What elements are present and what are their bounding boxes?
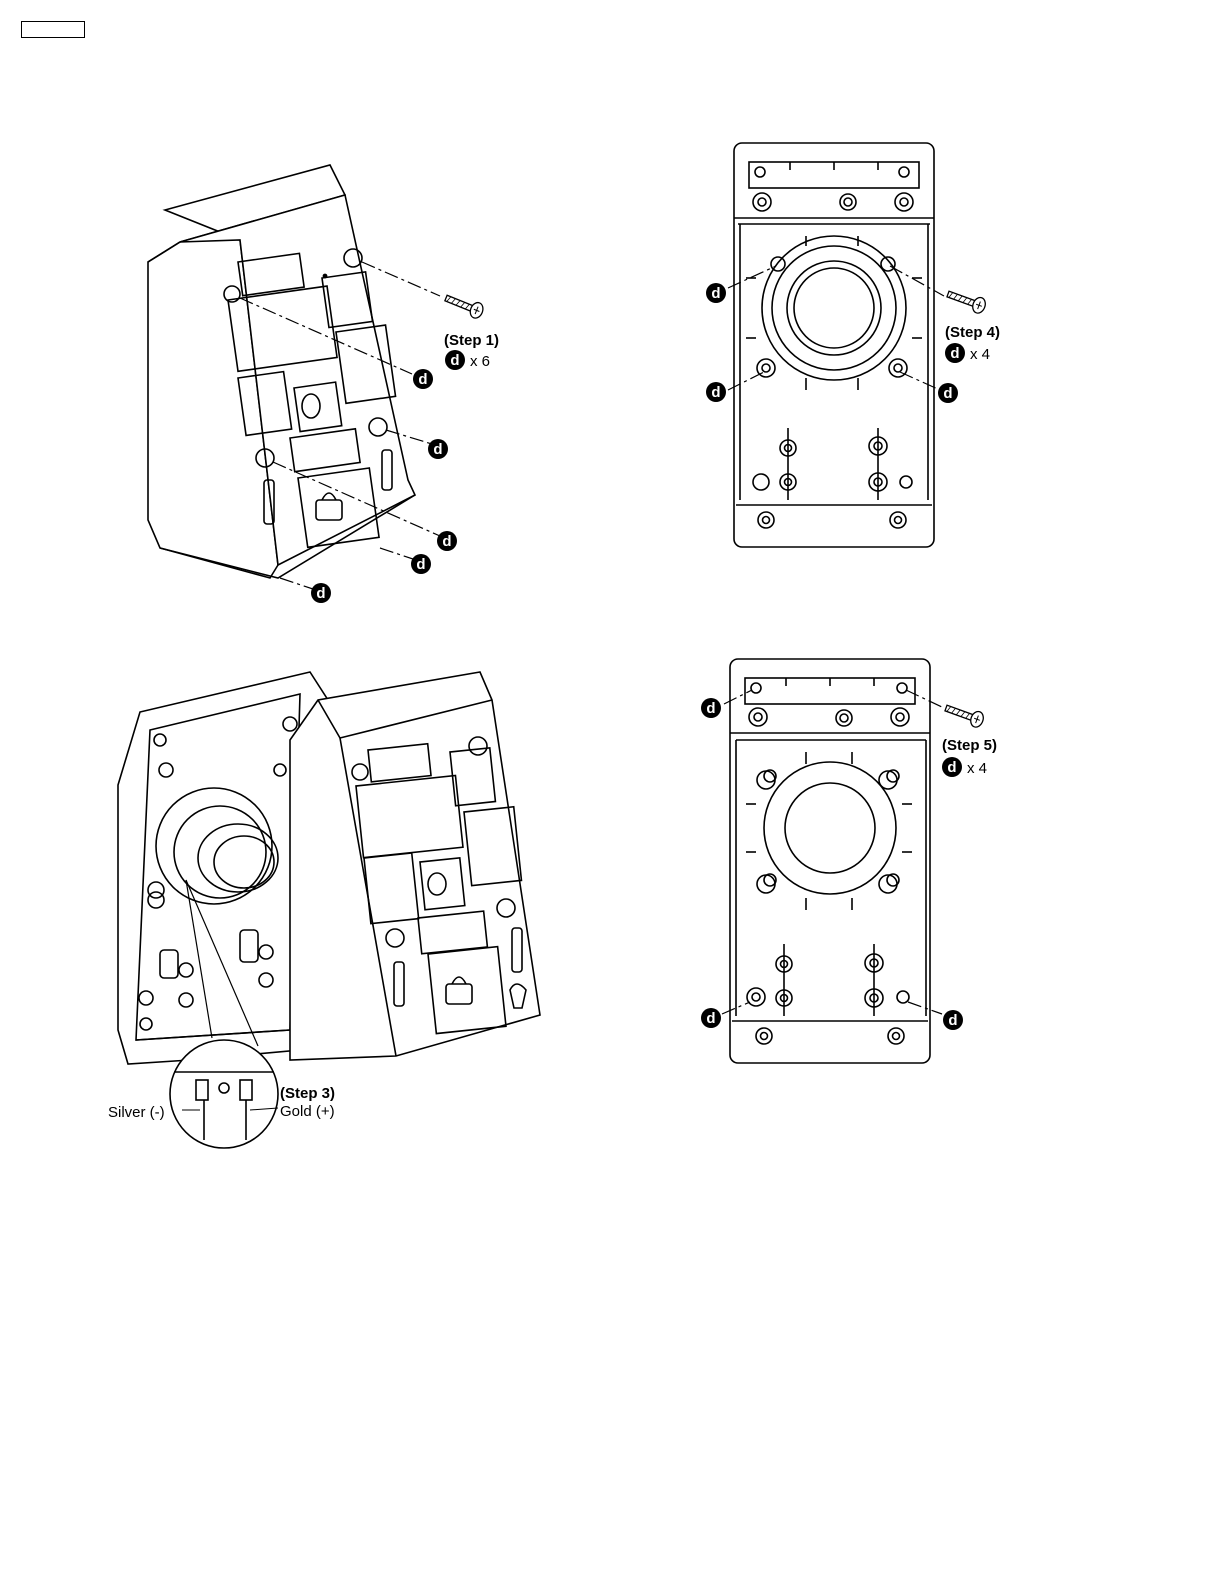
badge-letter: d (711, 285, 720, 302)
figure-step1 (148, 165, 485, 590)
badge-letter: d (442, 533, 451, 550)
figure-step4 (728, 143, 987, 547)
screw-icon (443, 291, 485, 320)
badge-letter: d (948, 1012, 957, 1029)
badge-letter: d (316, 585, 325, 602)
badge-letter: d (950, 345, 959, 362)
badge-letter: d (943, 385, 952, 402)
step4-quantity: x 4 (970, 346, 990, 363)
wire-silver-negative-label: Silver (-) (108, 1104, 165, 1121)
step4-label: (Step 4) (945, 324, 1000, 341)
screw-icon (943, 700, 985, 728)
wire-gold-positive-label: Gold (+) (280, 1103, 335, 1120)
figure-step3 (118, 672, 540, 1148)
step5-quantity: x 4 (967, 760, 987, 777)
figure-step5 (722, 659, 985, 1063)
step5-label: (Step 5) (942, 737, 997, 754)
badge-letter: d (418, 371, 427, 388)
badge-letter: d (711, 384, 720, 401)
badge-letter: d (706, 700, 715, 717)
step3-label: (Step 3) (280, 1085, 335, 1102)
screw-icon (945, 286, 987, 314)
step1-label: (Step 1) (444, 332, 499, 349)
badge-letter: d (706, 1010, 715, 1027)
step1-quantity: x 6 (470, 353, 490, 370)
badge-letter: d (433, 441, 442, 458)
badge-letter: d (450, 352, 459, 369)
badge-letter: d (416, 556, 425, 573)
badge-letter: d (947, 759, 956, 776)
